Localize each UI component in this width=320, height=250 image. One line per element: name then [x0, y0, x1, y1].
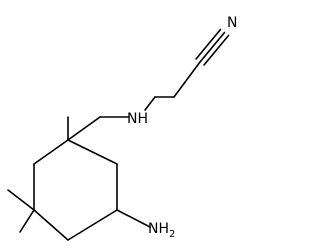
bond-ring-carbon-to-nh2 [116, 209, 151, 228]
bond-ch2-to-nh [144, 96, 156, 111]
bond-gem-methyl-1 [7, 189, 35, 211]
cyclohexane-ring [33, 139, 118, 241]
amino-n-text: N [148, 221, 158, 237]
amino-h-text: H [158, 221, 169, 237]
nitrile-nitrogen-label: N [227, 15, 237, 31]
chemical-structure-diagram: N NH NH2 [7, 15, 237, 241]
bond-nitrile-carbon-to-ch2 [173, 61, 201, 98]
nitrile-triple-bond [195, 28, 230, 66]
amino-subscript: 2 [169, 229, 175, 240]
amino-nitrogen-label: NH2 [148, 221, 175, 240]
secondary-amine-label: NH [127, 111, 148, 127]
bond-gem-methyl-2 [19, 209, 35, 233]
bond-ch2-to-ring-carbon [67, 116, 101, 141]
